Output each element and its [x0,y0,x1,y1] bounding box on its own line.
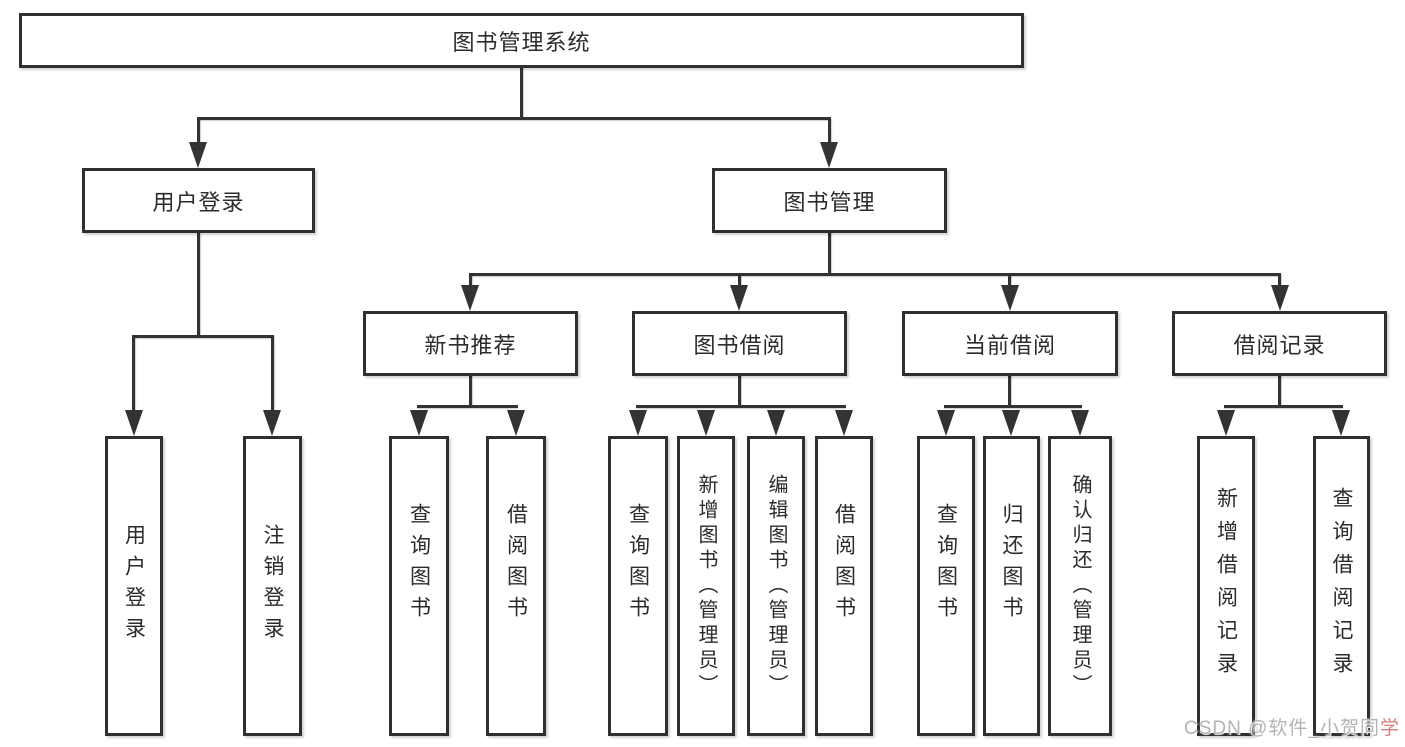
arrow-down-icon [1002,410,1020,436]
node-confirm-return-admin: 确认归还（管理员） [1048,436,1112,736]
connector-line [1224,405,1343,408]
node-edit-book-admin: 编辑图书（管理员） [747,436,805,736]
connector-line [132,335,274,338]
connector-line [828,231,831,275]
node-book-management: 图书管理 [712,168,947,233]
node-borrow-records: 借阅记录 [1172,311,1387,376]
connector-line [738,374,741,407]
connector-line [1278,374,1281,407]
arrow-down-icon [629,410,647,436]
node-query-books-recommend: 查询图书 [389,436,449,736]
node-user-login-leaf-label: 用户登录 [122,524,146,648]
connector-line [197,119,200,143]
node-user-login-label: 用户登录 [152,189,245,215]
node-borrow-books-leaf-label: 借阅图书 [832,503,856,627]
node-book-borrow-label: 图书借阅 [693,332,786,358]
node-query-books-current: 查询图书 [917,436,975,736]
node-new-book-recommend: 新书推荐 [363,311,578,376]
node-add-book-admin-label: 新增图书（管理员） [695,473,717,699]
node-query-borrow-record-label: 查询借阅记录 [1330,487,1353,685]
node-user-login: 用户登录 [82,168,315,233]
connector-line [520,66,523,120]
node-confirm-return-admin-label: 确认归还（管理员） [1069,473,1091,699]
connector-line [469,275,472,287]
connector-line [469,374,472,407]
watermark: CSDN @软件_小贺同学 [1184,713,1400,740]
node-return-book: 归还图书 [983,436,1040,736]
node-return-book-label: 归还图书 [1000,503,1023,627]
connector-line [1008,374,1011,407]
node-borrow-records-label: 借阅记录 [1233,332,1326,358]
watermark-text: CSDN @软件_小贺同 [1184,718,1380,739]
arrow-down-icon [1332,410,1350,436]
node-add-borrow-record: 新增借阅记录 [1197,436,1255,736]
connector-line [738,275,741,287]
arrow-down-icon [730,285,748,311]
node-edit-book-admin-label: 编辑图书（管理员） [765,473,787,699]
node-add-borrow-record-label: 新增借阅记录 [1214,487,1238,685]
arrow-down-icon [697,410,715,436]
connector-line [944,405,1082,408]
node-root: 图书管理系统 [19,13,1024,68]
arrow-down-icon [410,410,428,436]
node-current-borrow: 当前借阅 [902,311,1118,376]
node-query-books-recommend-label: 查询图书 [407,503,431,627]
connector-line [1278,275,1281,287]
node-logout-leaf-label: 注销登录 [261,524,284,648]
node-borrow-books-recommend: 借阅图书 [486,436,546,736]
node-logout-leaf: 注销登录 [243,436,302,736]
connector-line [1008,275,1011,287]
arrow-down-icon [125,410,143,436]
arrow-down-icon [767,410,785,436]
node-query-books-borrow-label: 查询图书 [626,503,650,627]
node-add-book-admin: 新增图书（管理员） [677,436,735,736]
arrow-down-icon [461,285,479,311]
node-root-label: 图书管理系统 [452,29,591,55]
arrow-down-icon [507,410,525,436]
arrow-down-icon [1001,285,1019,311]
node-query-borrow-record: 查询借阅记录 [1313,436,1370,736]
connector-line [197,231,200,337]
arrow-down-icon [189,142,207,168]
connector-line [271,337,274,412]
arrow-down-icon [937,410,955,436]
connector-line [197,117,831,120]
node-query-books-current-label: 查询图书 [934,503,958,627]
node-current-borrow-label: 当前借阅 [963,332,1056,358]
connector-line [417,405,518,408]
arrow-down-icon [1271,285,1289,311]
node-book-management-label: 图书管理 [783,189,876,215]
node-new-book-recommend-label: 新书推荐 [424,332,517,358]
watermark-accent-text: 学 [1379,718,1400,739]
node-user-login-leaf: 用户登录 [105,436,163,736]
node-borrow-books-recommend-label: 借阅图书 [504,503,528,627]
connector-line [636,405,846,408]
arrow-down-icon [835,410,853,436]
arrow-down-icon [1217,410,1235,436]
connector-line [469,273,1281,276]
arrow-down-icon [263,410,281,436]
connector-line [132,337,135,412]
connector-line [828,119,831,143]
arrow-down-icon [820,142,838,168]
node-book-borrow: 图书借阅 [632,311,847,376]
node-borrow-books-leaf: 借阅图书 [815,436,873,736]
arrow-down-icon [1071,410,1089,436]
node-query-books-borrow: 查询图书 [608,436,668,736]
